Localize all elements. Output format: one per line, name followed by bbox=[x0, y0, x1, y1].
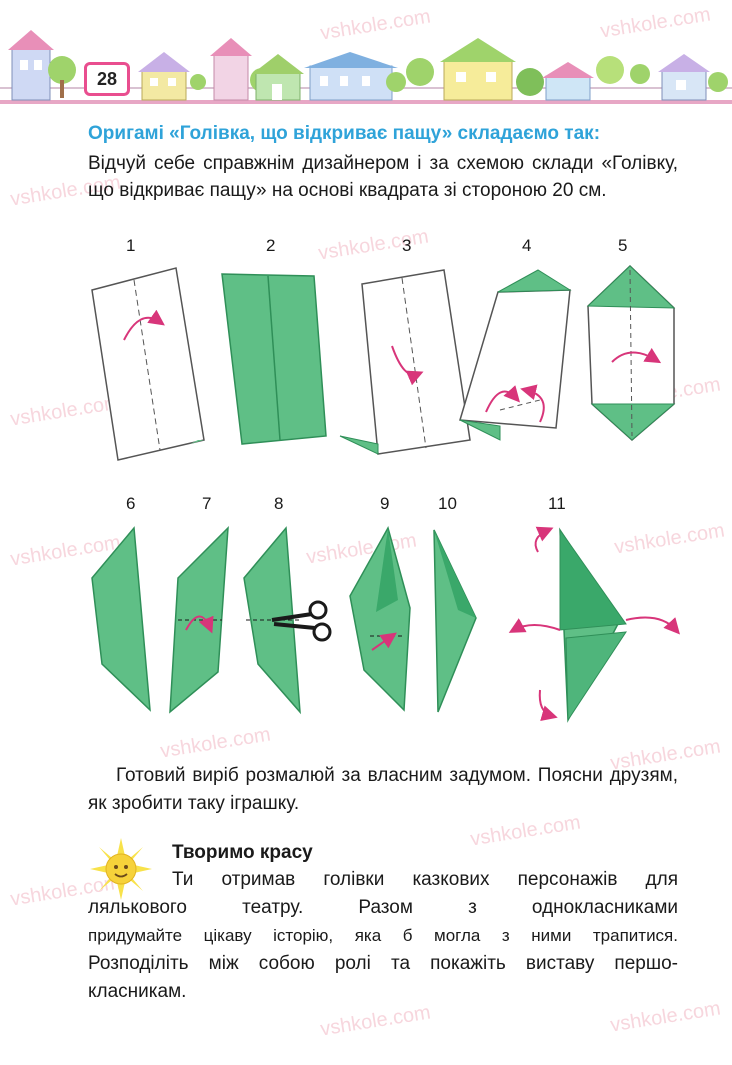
section-line: Розподіліть між собою ролі та покажіть в… bbox=[88, 953, 678, 974]
sun-icon bbox=[90, 838, 152, 900]
outro-text: Готовий виріб розмалюй за власним задумо… bbox=[88, 765, 678, 814]
step-7-shape bbox=[169, 526, 229, 714]
outro-paragraph: Готовий виріб розмалюй за власним задумо… bbox=[88, 762, 678, 818]
step-5-sheet bbox=[586, 264, 676, 441]
step-number: 2 bbox=[266, 236, 276, 255]
step-4-sheet bbox=[459, 269, 572, 441]
section-line: лялькового театру. Разом з однокласникам… bbox=[88, 897, 678, 918]
step-number: 7 bbox=[202, 494, 212, 513]
step-6-shape bbox=[91, 526, 151, 712]
step-number: 8 bbox=[274, 494, 284, 513]
page-title: Оригамі «Голівка, що відкриває пащу» скл… bbox=[88, 123, 601, 144]
header-houses-illustration bbox=[0, 30, 732, 104]
section-body: Ти отримав голівки казкових персонажів д… bbox=[88, 866, 678, 1006]
step-1-sheet bbox=[91, 267, 205, 461]
page-number: 28 bbox=[84, 62, 130, 96]
step-11-shape bbox=[508, 526, 680, 723]
step-10-shape bbox=[433, 529, 477, 713]
origami-steps-diagram bbox=[91, 264, 680, 723]
watermark: vshkole.com bbox=[318, 1001, 433, 1041]
step-number: 11 bbox=[548, 494, 566, 513]
step-number: 9 bbox=[380, 494, 390, 513]
step-number: 5 bbox=[618, 236, 628, 255]
step-number: 4 bbox=[522, 236, 532, 255]
step-number: 6 bbox=[126, 494, 136, 513]
scissors-icon bbox=[271, 600, 332, 642]
step-2-sheet bbox=[221, 273, 327, 445]
section-line: Ти отримав голівки казкових персонажів д… bbox=[172, 869, 678, 890]
step-number: 10 bbox=[438, 494, 457, 513]
step-number: 1 bbox=[126, 236, 136, 255]
house-illustration bbox=[8, 30, 54, 101]
step-number: 3 bbox=[402, 236, 412, 255]
step-9-shape bbox=[349, 526, 411, 712]
section-line: придумайте цікаву історію, яка б могла з… bbox=[88, 926, 678, 945]
section-title: Творимо красу bbox=[172, 842, 313, 863]
intro-paragraph: Відчуй себе справжнім дизайнером і за сх… bbox=[88, 153, 678, 201]
section-line: класникам. bbox=[88, 981, 187, 1002]
step-3-sheet bbox=[339, 269, 471, 455]
